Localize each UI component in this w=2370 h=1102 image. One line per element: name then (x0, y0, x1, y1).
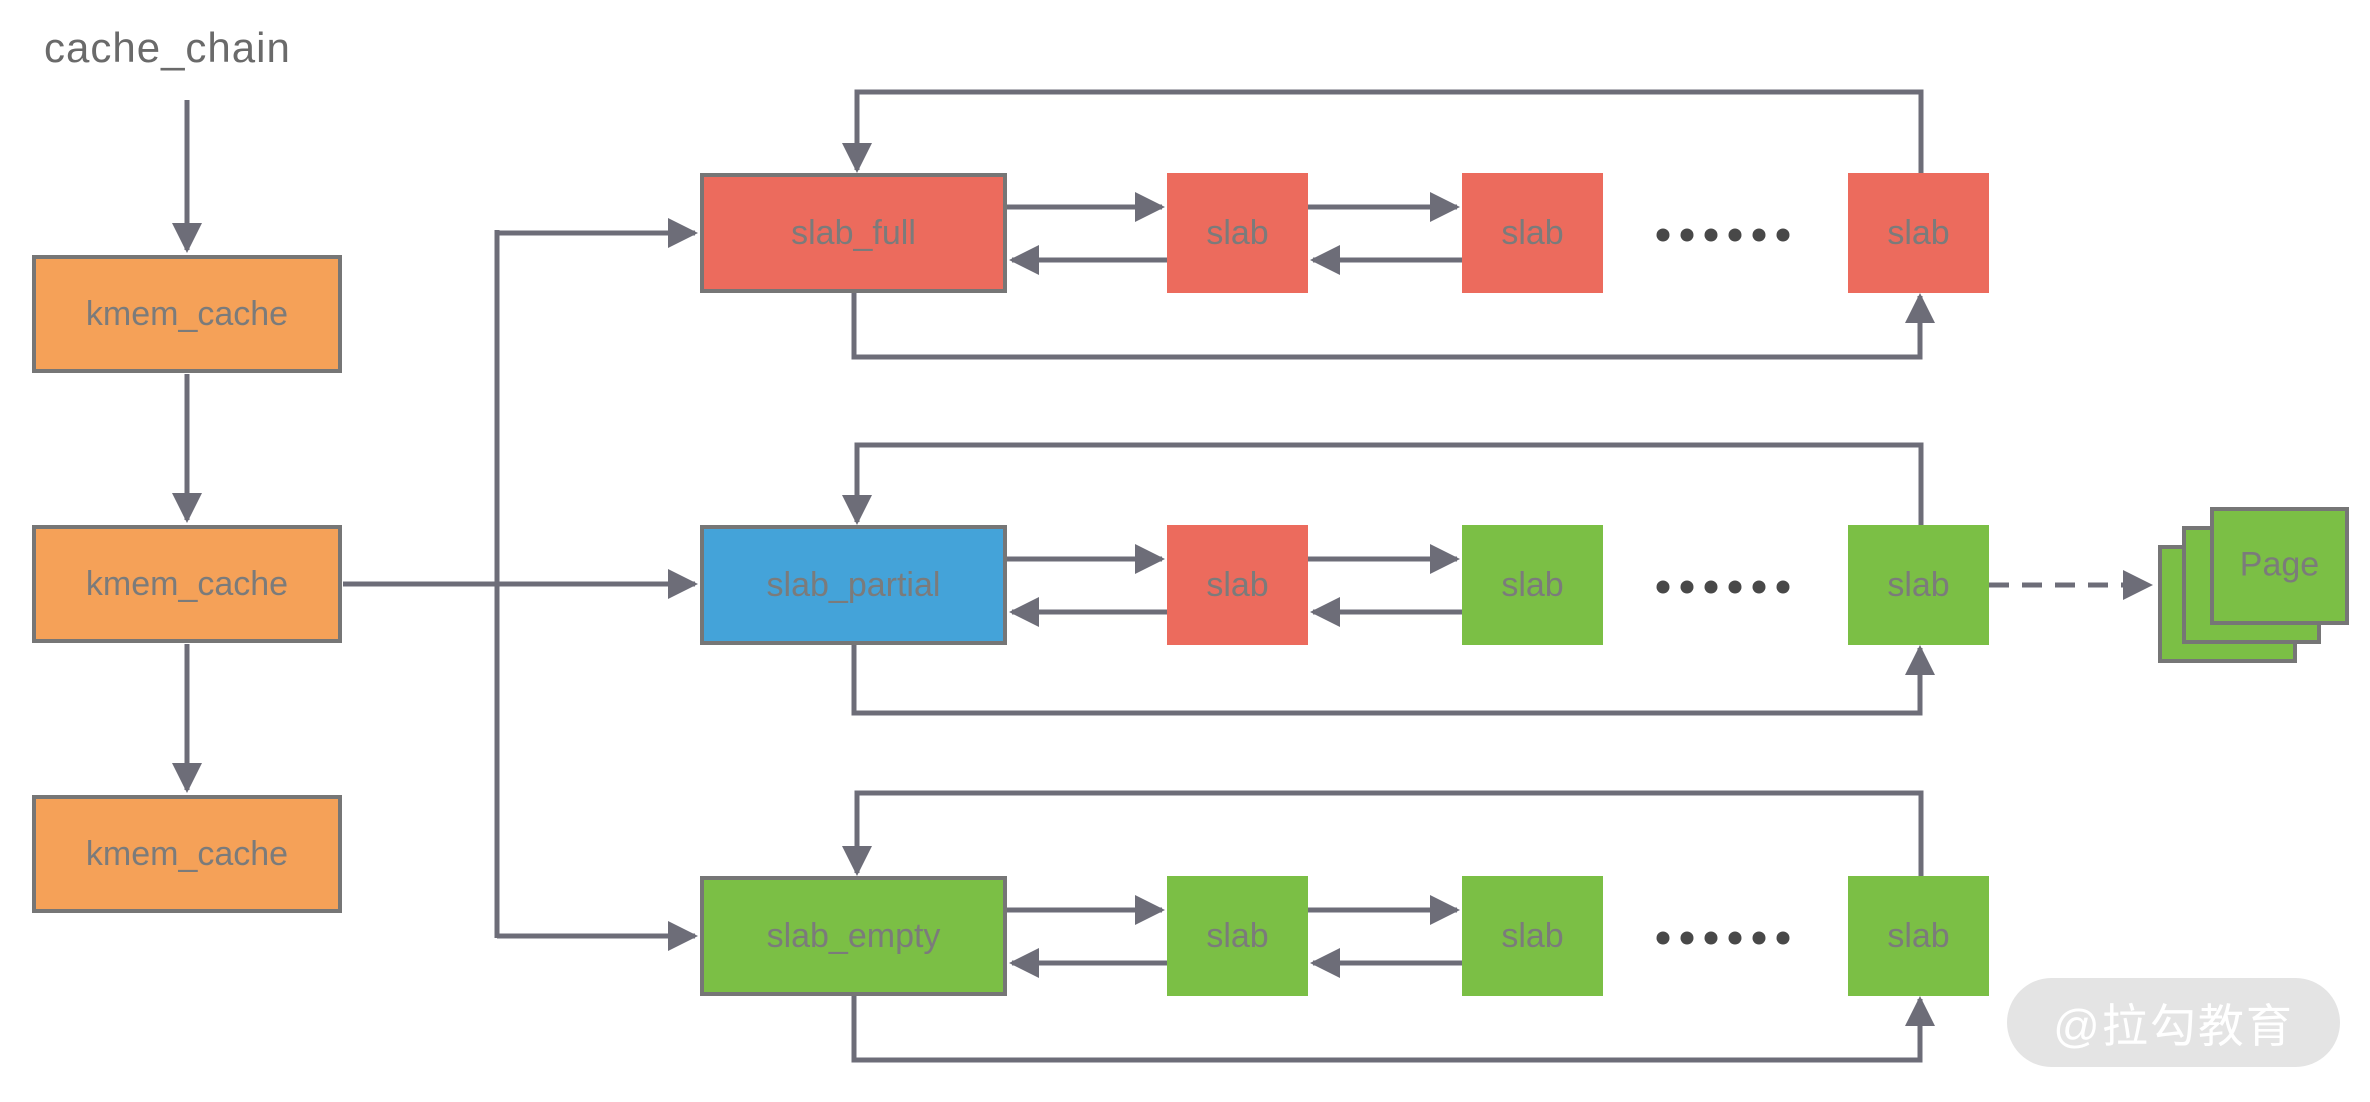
slab-node: slab (1167, 173, 1308, 293)
slab-empty-label: slab_empty (766, 916, 941, 955)
page-stack-front: Page (2210, 507, 2349, 625)
slab-node: slab (1167, 876, 1308, 996)
slab-label: slab (1206, 916, 1269, 955)
loop-top-row3 (842, 790, 1924, 876)
page-title: cache_chain (44, 24, 291, 71)
loop-bottom-row1 (851, 293, 1935, 360)
slab-node: slab (1462, 173, 1603, 293)
slab-node: slab (1167, 525, 1308, 645)
loop-bottom-row2 (851, 645, 1935, 716)
kmem-cache-label: kmem_cache (85, 834, 289, 873)
ellipsis-dots-row3 (1656, 931, 1790, 945)
loop-top-row2 (842, 442, 1924, 525)
kmem-cache-label: kmem_cache (85, 294, 289, 333)
slab-full-label: slab_full (791, 213, 916, 252)
slab-label: slab (1887, 213, 1950, 252)
kmem-cache-box-3: kmem_cache (32, 795, 342, 913)
slab-partial-label: slab_partial (766, 565, 941, 604)
kmem-cache-box-1: kmem_cache (32, 255, 342, 373)
slab-node: slab (1848, 876, 1989, 996)
slab-node: slab (1848, 525, 1989, 645)
slab-label: slab (1501, 916, 1564, 955)
slab-label: slab (1206, 213, 1269, 252)
ellipsis-dots-row2 (1656, 580, 1790, 594)
loop-bottom-row3 (851, 996, 1935, 1063)
slab-label: slab (1501, 565, 1564, 604)
slab-node: slab (1848, 173, 1989, 293)
watermark-badge: @拉勾教育 (2007, 978, 2340, 1067)
watermark-label: @拉勾教育 (2053, 999, 2294, 1052)
page-label: Page (2239, 545, 2320, 584)
slab-label: slab (1887, 916, 1950, 955)
slab-node: slab (1462, 876, 1603, 996)
ellipsis-dots-row1 (1656, 228, 1790, 242)
slab-full-box: slab_full (700, 173, 1007, 293)
slab-label: slab (1887, 565, 1950, 604)
slab-empty-box: slab_empty (700, 876, 1007, 996)
kmem-cache-label: kmem_cache (85, 564, 289, 603)
slab-partial-box: slab_partial (700, 525, 1007, 645)
slab-label: slab (1501, 213, 1564, 252)
kmem-cache-box-2: kmem_cache (32, 525, 342, 643)
slab-label: slab (1206, 565, 1269, 604)
loop-top-row1 (842, 89, 1924, 173)
slab-node: slab (1462, 525, 1603, 645)
